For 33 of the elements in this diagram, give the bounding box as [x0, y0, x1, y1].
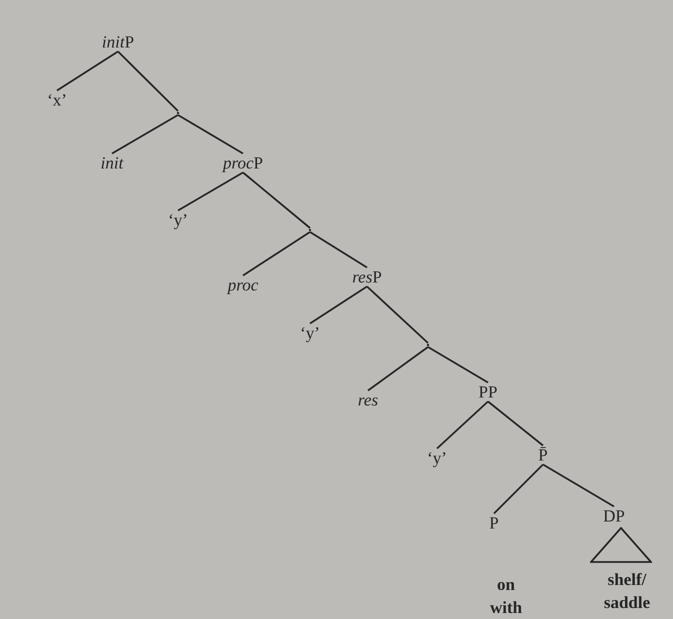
tree-branch — [542, 464, 614, 508]
tree-branch — [56, 50, 118, 92]
tree-branch — [242, 172, 311, 229]
tree-branch — [310, 286, 368, 324]
tree-branch — [117, 50, 179, 112]
tree-branch — [436, 400, 489, 450]
tree-branch — [178, 114, 244, 154]
node-label: resP — [352, 268, 382, 286]
node-label: procP — [223, 154, 263, 172]
tree-branch — [178, 172, 244, 212]
node-label: ‘x’ — [47, 92, 67, 108]
node-label: P — [489, 514, 499, 532]
triangle-symbol — [590, 527, 652, 563]
node-label: init — [100, 154, 124, 172]
node-label: ‘y’ — [427, 450, 447, 466]
tree-branch — [366, 286, 429, 344]
word-label: shelf/ saddle — [602, 569, 652, 614]
tree-branch — [487, 400, 544, 446]
tree-branch — [310, 231, 368, 268]
word-label: on with — [488, 574, 524, 619]
tree-branch — [493, 464, 544, 514]
tree-branch — [367, 346, 429, 392]
node-label: res — [358, 392, 378, 408]
node-label: initP — [102, 34, 134, 50]
tree-branch — [242, 231, 310, 276]
node-label: DP — [603, 508, 625, 524]
node-label: ‘y’ — [300, 324, 320, 342]
tree-branch — [112, 114, 178, 154]
node-label: proc — [228, 276, 258, 294]
node-label: ‘y’ — [168, 212, 188, 228]
node-label: P̄ — [538, 446, 548, 464]
node-label: PP — [478, 384, 498, 400]
tree-branch — [428, 346, 488, 384]
